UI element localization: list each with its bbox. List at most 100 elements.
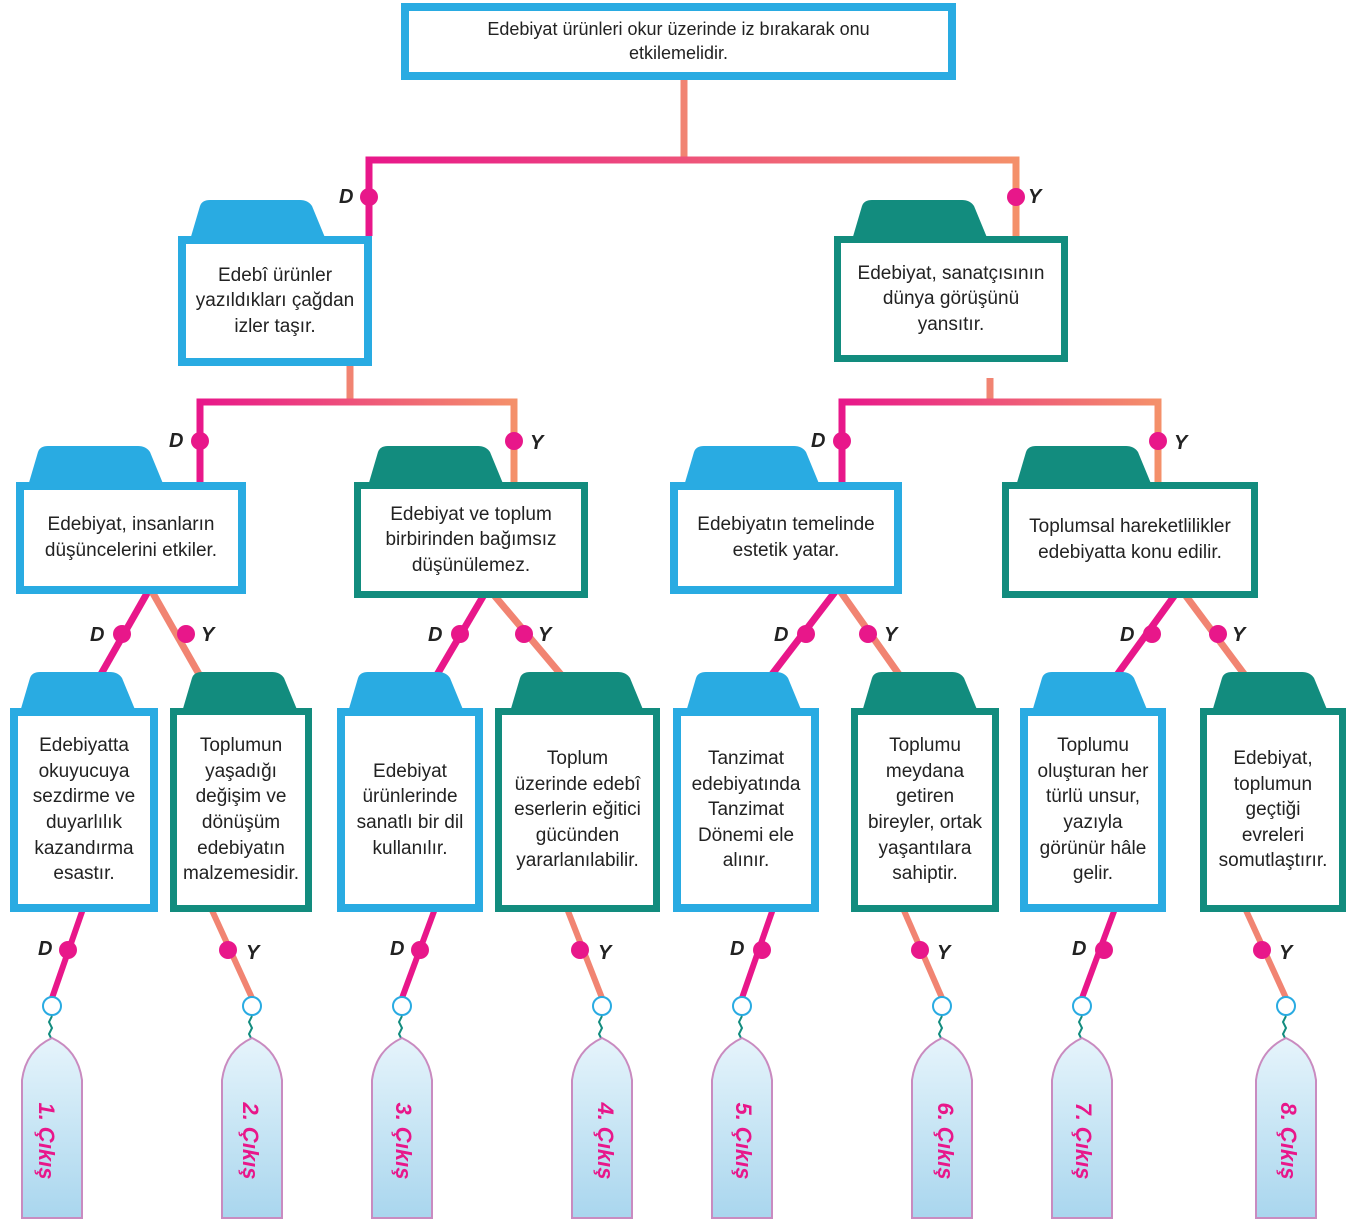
label-d: D: [730, 938, 745, 960]
decision-dot: [59, 941, 77, 959]
node-12-text: Toplumu meydana getiren bireyler, ortak …: [867, 735, 983, 885]
folder-tab: [182, 672, 298, 712]
node-5-text: Edebiyatın temelinde estetik yatar.: [697, 514, 875, 561]
node-8: Toplumun yaşadığı değişim ve dönüşüm ede…: [170, 708, 312, 912]
label-d: D: [774, 624, 789, 646]
node-11-text: Tanzimat edebiyatında Tanzimat Dönemi el…: [691, 747, 801, 872]
exit-tags: [20, 200, 1328, 1219]
label-y: Y: [937, 942, 951, 964]
node-2: Edebiyat, sanatçısının dünya görüşünü ya…: [834, 236, 1068, 362]
decision-dot: [219, 941, 237, 959]
ring-icon: [592, 996, 612, 1016]
decision-dot: [113, 625, 131, 643]
folder-tab: [686, 672, 802, 712]
node-8-text: Toplumun yaşadığı değişim ve dönüşüm ede…: [182, 735, 300, 885]
chain-icon: [737, 1015, 744, 1041]
exit-label-3: 3. Çıkış: [391, 1102, 416, 1180]
root-box: Edebiyat ürünleri okur üzerinde iz bırak…: [401, 3, 956, 80]
exit-tag-body: [371, 1036, 433, 1219]
exit-label-7: 7. Çıkış: [1071, 1102, 1096, 1180]
folder-tab: [862, 672, 978, 712]
decision-dot: [1253, 941, 1271, 959]
label-y: Y: [530, 432, 544, 454]
node-13-text: Toplumu oluşturan her türlü unsur, yazıy…: [1037, 735, 1149, 885]
node-10: Toplum üzerinde edebî eserlerin eğitici …: [495, 708, 660, 912]
decision-dot: [451, 625, 469, 643]
folder-tab: [1212, 672, 1328, 712]
ring-icon: [932, 996, 952, 1016]
node-3: Edebiyat, insanların düşüncelerini etkil…: [16, 482, 246, 594]
node-1: Edebî ürünler yazıldıkları çağdan izler …: [178, 236, 372, 366]
node-14: Edebiyat, toplumun geçtiği evreleri somu…: [1200, 708, 1346, 912]
exit-tag-body: [911, 1036, 973, 1219]
exit-label-1: 1. Çıkış: [34, 1102, 59, 1180]
ring-icon: [242, 996, 262, 1016]
exit-tag-body: [1255, 1036, 1317, 1219]
decision-dot: [753, 941, 771, 959]
label-d: D: [1072, 938, 1087, 960]
exit-tag-body: [1051, 1036, 1113, 1219]
ring-icon: [1072, 996, 1092, 1016]
label-y: Y: [1232, 624, 1246, 646]
node-9: Edebiyat ürünlerinde sanatlı bir dil kul…: [337, 708, 483, 912]
node-11: Tanzimat edebiyatında Tanzimat Dönemi el…: [673, 708, 819, 912]
decision-dot: [411, 941, 429, 959]
label-d: D: [1120, 624, 1135, 646]
decision-dot: [360, 188, 378, 206]
decision-dot: [177, 625, 195, 643]
chain-icon: [1281, 1015, 1288, 1041]
chain-icon: [247, 1015, 254, 1041]
node-13: Toplumu oluşturan her türlü unsur, yazıy…: [1020, 708, 1166, 912]
label-y: Y: [538, 624, 552, 646]
ring-icon: [392, 996, 412, 1016]
node-4: Edebiyat ve toplum birbirinden bağımsız …: [354, 482, 588, 598]
label-d: D: [169, 430, 184, 452]
node-10-text: Toplum üzerinde edebî eserlerin eğitici …: [514, 747, 641, 872]
node-1-text: Edebî ürünler yazıldıkları çağdan izler …: [195, 264, 355, 337]
decision-dot: [1095, 941, 1113, 959]
folder-tab: [852, 200, 988, 240]
exit-tag-body: [711, 1036, 773, 1219]
decision-dot: [833, 432, 851, 450]
exit-label-5: 5. Çıkış: [731, 1102, 756, 1180]
label-d: D: [38, 938, 53, 960]
decision-dot: [571, 941, 589, 959]
label-y: Y: [598, 942, 612, 964]
node-4-text: Edebiyat ve toplum birbirinden bağımsız …: [385, 503, 557, 576]
folder-tab: [28, 446, 164, 486]
exit-tag-body: [571, 1036, 633, 1219]
folder-tab: [368, 446, 504, 486]
chain-icon: [397, 1015, 404, 1041]
folder-tab: [1032, 672, 1148, 712]
folder-tab: [510, 672, 644, 712]
decision-dot: [797, 625, 815, 643]
node-14-text: Edebiyat, toplumun geçtiği evreleri somu…: [1218, 747, 1328, 872]
decision-dot: [911, 941, 929, 959]
root-text: Edebiyat ürünleri okur üzerinde iz bırak…: [487, 19, 870, 63]
folder-tab: [190, 200, 326, 240]
folder-tab: [20, 672, 136, 712]
decision-dot: [515, 625, 533, 643]
label-y: Y: [1028, 186, 1042, 208]
node-5: Edebiyatın temelinde estetik yatar.: [670, 482, 902, 594]
label-d: D: [339, 186, 354, 208]
decision-dot: [191, 432, 209, 450]
node-7: Edebiyatta okuyucuya sezdirme ve duyarlı…: [10, 708, 158, 912]
label-y: Y: [1174, 432, 1188, 454]
label-y: Y: [246, 942, 260, 964]
node-7-text: Edebiyatta okuyucuya sezdirme ve duyarlı…: [32, 735, 136, 885]
chain-icon: [937, 1015, 944, 1041]
exit-label-8: 8. Çıkış: [1276, 1102, 1301, 1180]
node-2-text: Edebiyat, sanatçısının dünya görüşünü ya…: [857, 262, 1045, 335]
label-y: Y: [884, 624, 898, 646]
label-y: Y: [1279, 942, 1293, 964]
exit-label-4: 4. Çıkış: [593, 1102, 618, 1180]
folder-tab: [348, 672, 464, 712]
chain-icon: [47, 1015, 54, 1041]
exit-tag-body: [221, 1036, 283, 1219]
decision-dot: [1149, 432, 1167, 450]
ring-icon: [732, 996, 752, 1016]
folder-tab: [684, 446, 820, 486]
decision-dot: [1007, 188, 1025, 206]
